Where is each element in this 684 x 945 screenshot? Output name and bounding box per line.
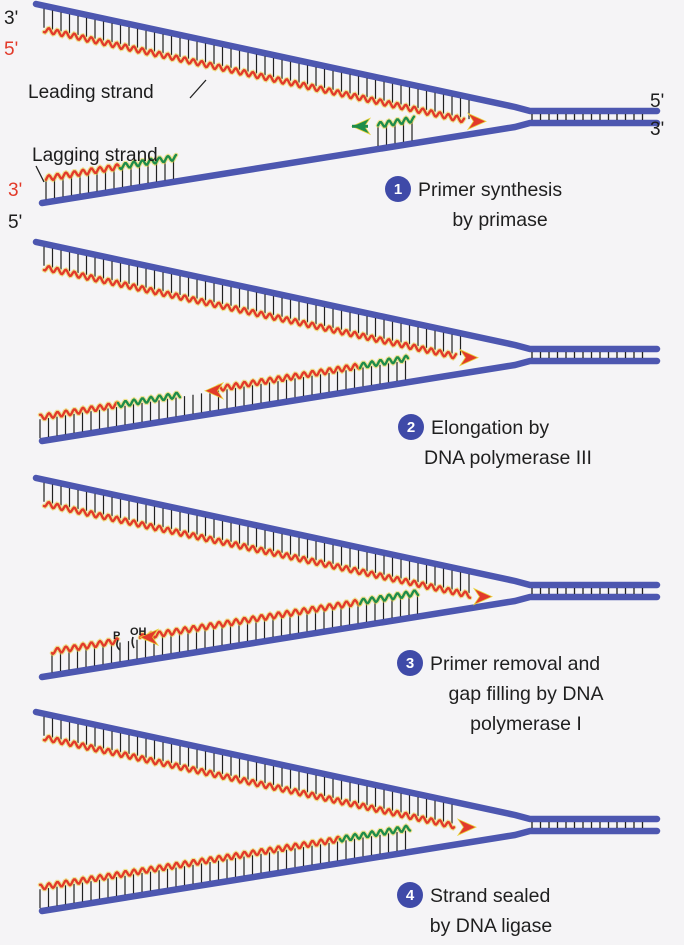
step-1-caption: 1 Primer synthesis by primase <box>385 176 562 231</box>
lagging-strand-segment <box>116 391 182 409</box>
lagging-strand-segment <box>50 637 120 656</box>
step-2-line1: Elongation by <box>431 417 549 439</box>
lagging-strand-segment <box>38 401 120 421</box>
leading-strand <box>42 734 456 830</box>
phosphate-label: P <box>113 630 120 642</box>
step-4-number: 4 <box>406 887 415 904</box>
step-1-badge <box>385 176 411 202</box>
lagging-strand-segment <box>338 824 412 843</box>
lagging-strand-base-pairs <box>45 159 175 200</box>
leading-template-backbone <box>32 0 661 115</box>
lagging-template-backbone <box>38 357 661 445</box>
parental-duplex-rungs <box>531 588 644 594</box>
lagging-template-backbone <box>38 593 661 681</box>
right-3prime-end: 3' <box>650 119 664 140</box>
parental-duplex-rungs <box>531 114 644 120</box>
leading-template-backbone <box>32 474 661 589</box>
top-strand-3prime-end: 3' <box>4 8 18 29</box>
step-1-line2: by primase <box>452 209 547 231</box>
lagging-strand-segment <box>358 354 410 370</box>
lagging-strand-segment <box>213 362 362 393</box>
lagging-strand-base-pairs <box>51 594 419 673</box>
leading-strand-arrow <box>456 818 477 837</box>
step-3-number: 3 <box>406 655 414 672</box>
lagging-strand-arrow <box>204 381 225 400</box>
lagging-template-backbone <box>38 119 661 207</box>
right-5prime-end: 5' <box>650 91 664 112</box>
leading-strand <box>42 500 472 599</box>
lagging-template-5prime-end: 5' <box>8 212 22 233</box>
leading-strand-base-pairs <box>43 716 453 824</box>
leading-strand-base-pairs <box>43 246 462 356</box>
hydroxyl-bond <box>131 636 135 649</box>
lagging-strand-segment <box>118 153 178 171</box>
lagging-strand-pointer <box>35 165 45 183</box>
leading-strand-base-pairs <box>43 8 470 120</box>
replication-fork-panel <box>32 708 661 915</box>
step-4-line1: Strand sealed <box>430 885 550 907</box>
step-4-badge <box>397 882 423 908</box>
replication-fork-panel <box>32 0 661 207</box>
lagging-strand-segment <box>38 835 342 891</box>
leading-strand <box>42 26 466 124</box>
new-primer-base-pairs <box>377 121 413 146</box>
leading-strand-arrow <box>458 348 479 367</box>
phosphate-bond <box>116 639 121 651</box>
step-3-line1: Primer removal and <box>430 653 600 675</box>
step-3-caption: 3 Primer removal and gap filling by DNA … <box>397 650 604 735</box>
leading-strand-arrow <box>466 112 487 131</box>
lagging-strand-segment <box>358 589 420 606</box>
parental-duplex-rungs <box>531 822 644 828</box>
lagging-strand-segment <box>44 163 122 182</box>
leading-strand-arrow <box>472 587 493 606</box>
leading-template-backbone <box>32 238 661 353</box>
step-4-line2: by DNA ligase <box>430 915 552 937</box>
step-1-number: 1 <box>394 181 402 198</box>
lagging-strand-base-pairs <box>39 360 407 439</box>
step-2-number: 2 <box>407 419 415 436</box>
lagging-template-backbone <box>38 827 661 915</box>
replication-fork-panel <box>32 238 661 445</box>
step-3-line3: polymerase I <box>470 713 582 735</box>
lagging-strand-3prime-end: 3' <box>8 180 22 201</box>
step-3-line2: gap filling by DNA <box>449 683 604 705</box>
panels-layer <box>32 0 661 915</box>
step-4-caption: 4 Strand sealed by DNA ligase <box>397 882 552 937</box>
hydroxyl-label: OH <box>130 626 147 638</box>
step-1-line1: Primer synthesis <box>418 179 562 201</box>
leading-strand-pointer <box>189 79 207 99</box>
leading-template-backbone <box>32 708 661 823</box>
lagging-strand-arrow <box>139 628 160 647</box>
step-2-line2: DNA polymerase III <box>424 447 592 469</box>
lagging-strand-segment <box>138 598 362 640</box>
parental-duplex-rungs <box>531 352 644 358</box>
new-primer <box>376 115 416 128</box>
lagging-strand-label: Lagging strand <box>32 145 158 166</box>
replication-fork-panel <box>32 474 661 681</box>
leading-strand-base-pairs <box>43 482 470 594</box>
leading-strand-label: Leading strand <box>28 82 154 103</box>
step-2-caption: 2 Elongation by DNA polymerase III <box>398 414 592 469</box>
lagging-strand-base-pairs <box>39 830 407 909</box>
step-3-badge <box>397 650 423 676</box>
leading-strand <box>42 264 458 360</box>
step-2-badge <box>398 414 424 440</box>
leading-strand-5prime-end: 5' <box>4 39 18 60</box>
